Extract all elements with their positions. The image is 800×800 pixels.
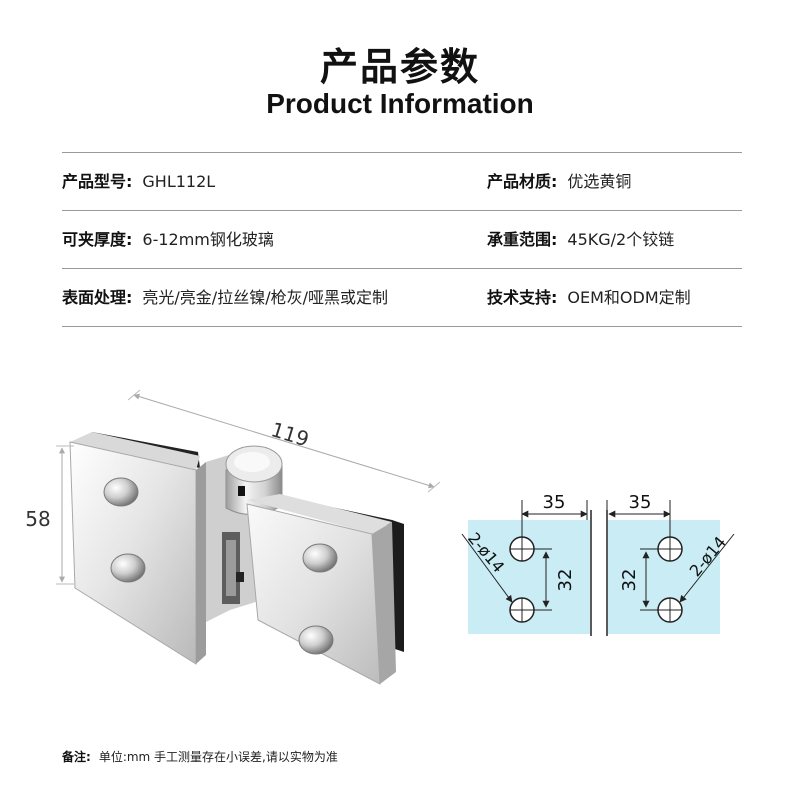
leader-line	[461, 533, 513, 603]
hole-spacing-v-label: 32	[619, 569, 640, 592]
screw-icon	[103, 477, 139, 507]
plate-left-side	[196, 462, 206, 664]
plate-right-top-edge	[247, 494, 392, 534]
spec-key: 产品材质:	[487, 172, 558, 191]
product-figure: 119 58 35 32 2-ø14 35	[25, 389, 735, 685]
hole-spacing-h-label: 35	[543, 492, 566, 513]
spec-row: 产品型号: GHL112L 产品材质: 优选黄铜	[62, 152, 742, 210]
screw-icon	[302, 543, 338, 573]
screw-icon	[298, 625, 334, 655]
spec-cell: 技术支持: OEM和ODM定制	[487, 269, 691, 326]
spec-row: 表面处理: 亮光/亮金/拉丝镍/枪灰/哑黑或定制 技术支持: OEM和ODM定制	[62, 268, 742, 327]
hole-spacing-h-label: 35	[629, 492, 652, 513]
spec-key: 产品型号:	[62, 172, 133, 191]
plate-left	[69, 441, 197, 665]
spec-table: 产品型号: GHL112L 产品材质: 优选黄铜 可夹厚度: 6-12mm钢化玻璃 承…	[62, 152, 742, 327]
spec-cell: 产品材质: 优选黄铜	[487, 153, 631, 210]
hinge-barrel-highlight	[234, 452, 270, 472]
leader-line	[679, 533, 735, 603]
spec-value: 6-12mm钢化玻璃	[142, 230, 274, 249]
spec-cell: 承重范围: 45KG/2个铰链	[487, 211, 674, 268]
diagram-left: 35 32 2-ø14	[461, 492, 592, 636]
hinge-pin-icon	[236, 572, 244, 582]
screw-icon	[110, 553, 146, 583]
footnote-text: 单位:mm 手工测量存在小误差,请以实物为准	[98, 750, 338, 764]
spec-key: 表面处理:	[62, 288, 133, 307]
spec-cell: 产品型号: GHL112L	[62, 153, 215, 210]
gasket-right-side	[392, 520, 404, 652]
hinge-illustration	[69, 432, 404, 685]
dimension-height-label: 58	[25, 507, 50, 531]
spec-cell: 表面处理: 亮光/亮金/拉丝镍/枪灰/哑黑或定制	[62, 269, 388, 326]
diagram-right: 35 32 2-ø14	[606, 492, 735, 636]
hinge-screw-icon	[238, 486, 245, 496]
plate-right	[246, 503, 381, 685]
footnote-label: 备注:	[62, 750, 91, 764]
spec-key: 技术支持:	[487, 288, 558, 307]
spec-row: 可夹厚度: 6-12mm钢化玻璃 承重范围: 45KG/2个铰链	[62, 210, 742, 268]
spec-value: 亮光/亮金/拉丝镍/枪灰/哑黑或定制	[142, 288, 388, 307]
hole-spacing-v-label: 32	[555, 569, 576, 592]
spec-cell: 可夹厚度: 6-12mm钢化玻璃	[62, 211, 274, 268]
dimension-line	[133, 393, 435, 489]
spec-value: 45KG/2个铰链	[567, 230, 675, 249]
spec-key: 可夹厚度:	[62, 230, 133, 249]
spec-value: OEM和ODM定制	[567, 288, 691, 307]
spec-value: 优选黄铜	[567, 172, 632, 191]
footnote: 备注: 单位:mm 手工测量存在小误差,请以实物为准	[62, 748, 338, 765]
dimension-height: 58	[25, 445, 74, 585]
page-title-cn: 产品参数	[319, 45, 480, 89]
dimension-width-label: 119	[268, 417, 312, 451]
page-title-en: Product Information	[266, 88, 534, 119]
hinge-slot-inner	[226, 540, 236, 596]
plate-right-side	[372, 522, 396, 684]
spec-key: 承重范围:	[487, 230, 558, 249]
spec-value: GHL112L	[142, 172, 216, 191]
